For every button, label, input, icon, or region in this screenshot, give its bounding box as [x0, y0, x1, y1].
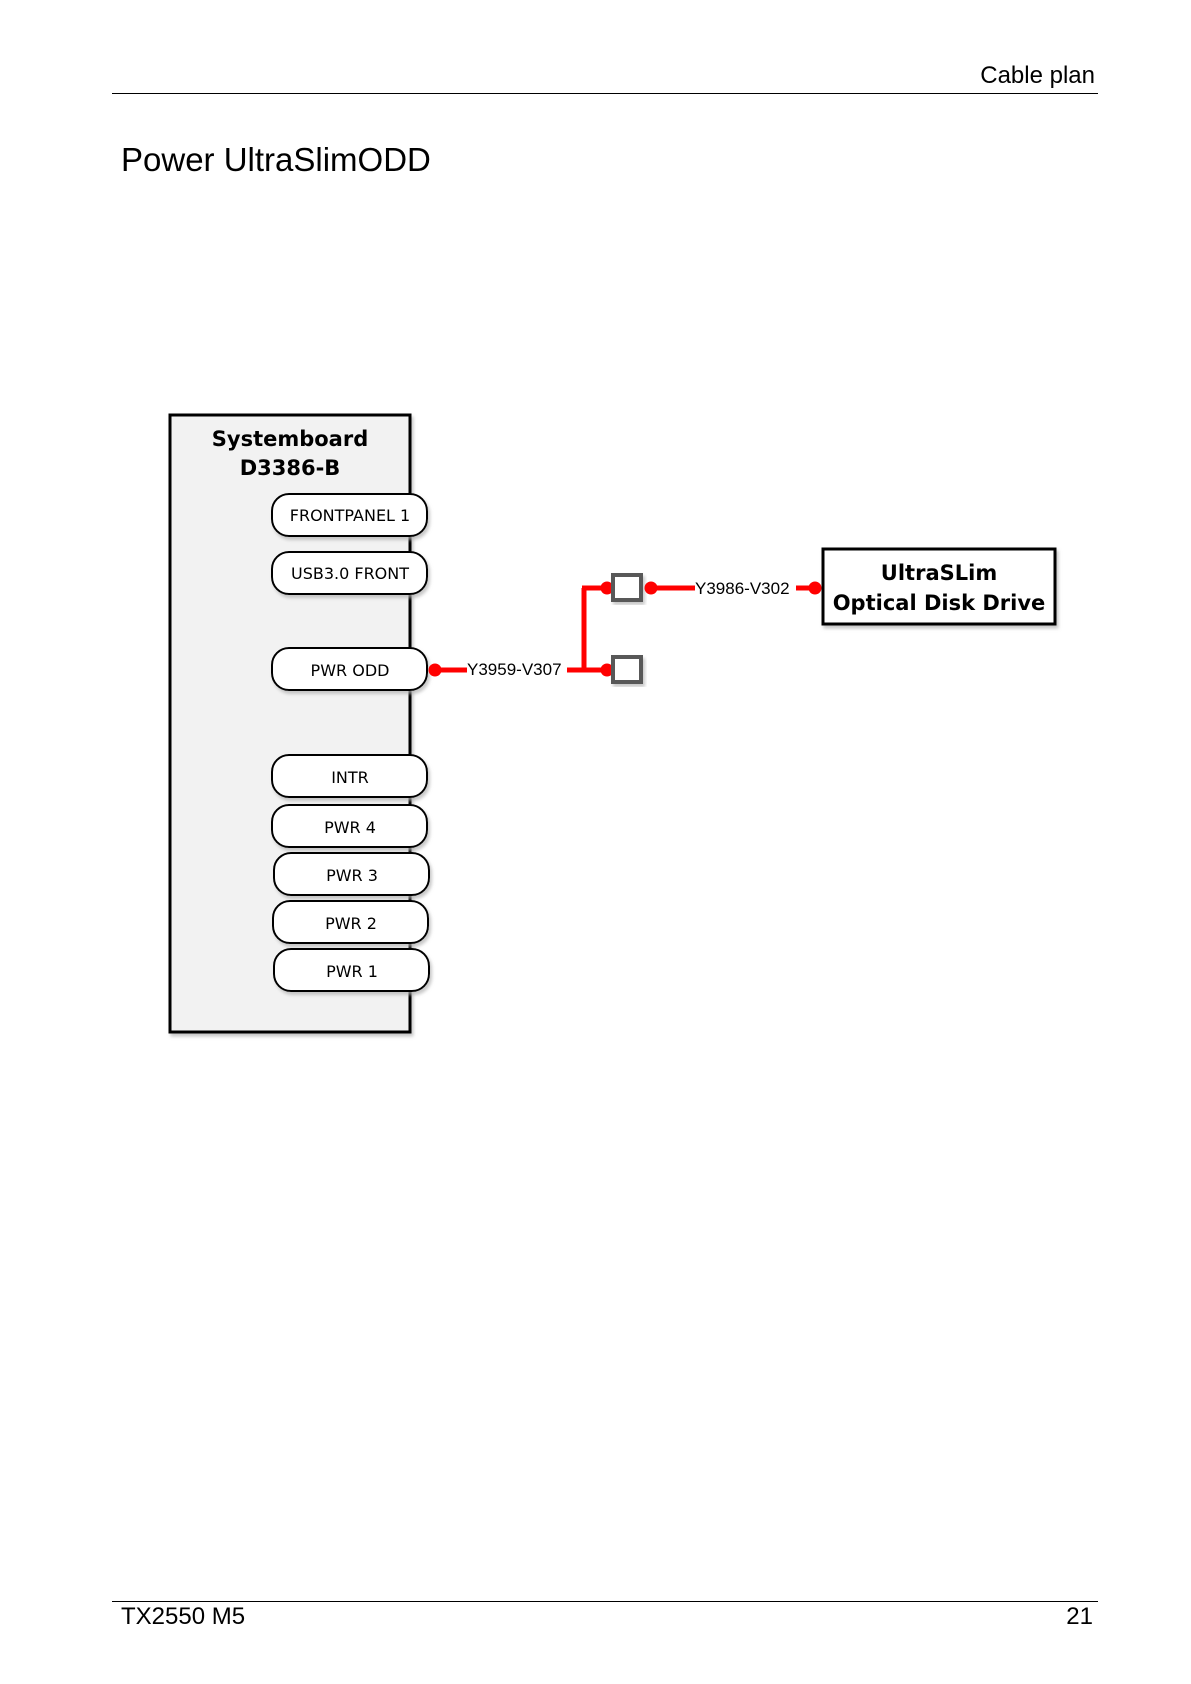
cable-end-dot	[809, 582, 822, 595]
page-number: 21	[1066, 1603, 1093, 1631]
odd-name-line1: UltraSLim	[881, 561, 997, 585]
cable-label-board: Y3959-V307	[467, 660, 562, 679]
connector-usb3-front: USB3.0 FRONT	[272, 552, 427, 594]
plug-lower	[613, 657, 641, 682]
connector-label: PWR 3	[326, 866, 378, 885]
systemboard-model: D3386-B	[240, 456, 341, 480]
optical-disk-drive: UltraSLim Optical Disk Drive	[823, 549, 1055, 624]
connector-pwr-4: PWR 4	[272, 805, 427, 847]
connector-pwr-1: PWR 1	[274, 949, 429, 991]
connector-intr: INTR	[272, 755, 427, 797]
connector-label: PWR 2	[325, 914, 377, 933]
connector-label: PWR 1	[326, 962, 378, 981]
connector-label: PWR 4	[324, 818, 376, 837]
connector-pwr-2: PWR 2	[273, 901, 428, 943]
cable-y3986: Y3986-V302	[645, 579, 822, 598]
footer-model: TX2550 M5	[121, 1603, 245, 1631]
connector-frontpanel-1: FRONTPANEL 1	[272, 494, 427, 536]
plug-upper	[613, 575, 641, 600]
connector-label: USB3.0 FRONT	[291, 564, 409, 583]
cable-y3959: Y3959-V307	[429, 582, 614, 680]
connector-label: FRONTPANEL 1	[290, 506, 410, 525]
systemboard-name: Systemboard	[212, 427, 369, 451]
connector-pwr-odd: PWR ODD	[272, 648, 427, 690]
cable-label-drive: Y3986-V302	[695, 579, 790, 598]
connector-pwr-3: PWR 3	[274, 853, 429, 895]
odd-name-line2: Optical Disk Drive	[833, 591, 1046, 615]
connector-label: INTR	[331, 768, 369, 787]
footer-rule	[112, 1601, 1098, 1602]
connector-label: PWR ODD	[311, 661, 390, 680]
